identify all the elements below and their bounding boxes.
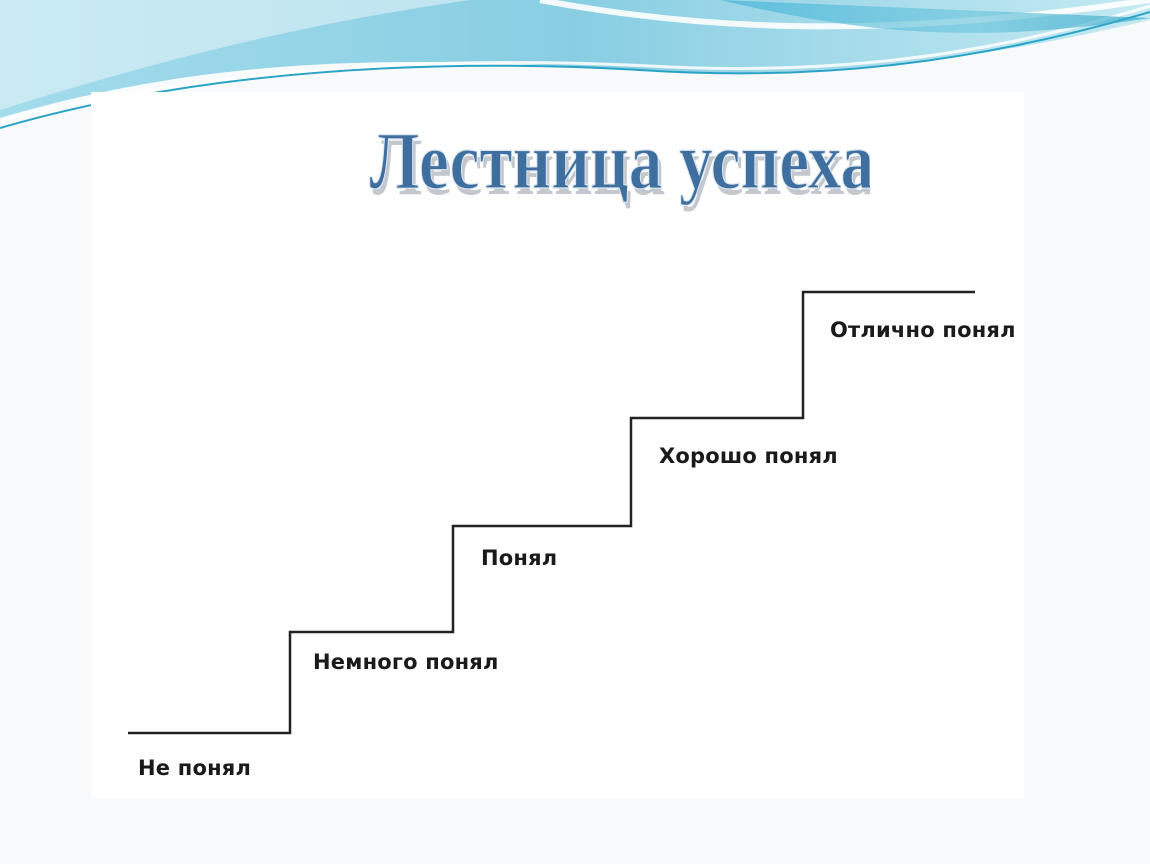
step-label-nemnogo-ponyal: Немного понял — [313, 650, 499, 674]
step-label-ne-ponyal: Не понял — [138, 756, 252, 780]
title-shadow: Лестница успеха — [372, 122, 870, 213]
page-title: Лестница успеха — [369, 116, 870, 207]
wave-header-decoration — [0, 0, 1150, 129]
title-wordart: Лестница успеха Лестница успеха — [369, 115, 870, 213]
step-label-otlichno-ponyal: Отлично понял — [830, 318, 1016, 342]
step-label-khorosho-ponyal: Хорошо понял — [659, 444, 838, 468]
staircase-line — [128, 290, 975, 735]
content-panel — [91, 92, 1024, 798]
step-label-ponyal: Понял — [481, 546, 558, 570]
